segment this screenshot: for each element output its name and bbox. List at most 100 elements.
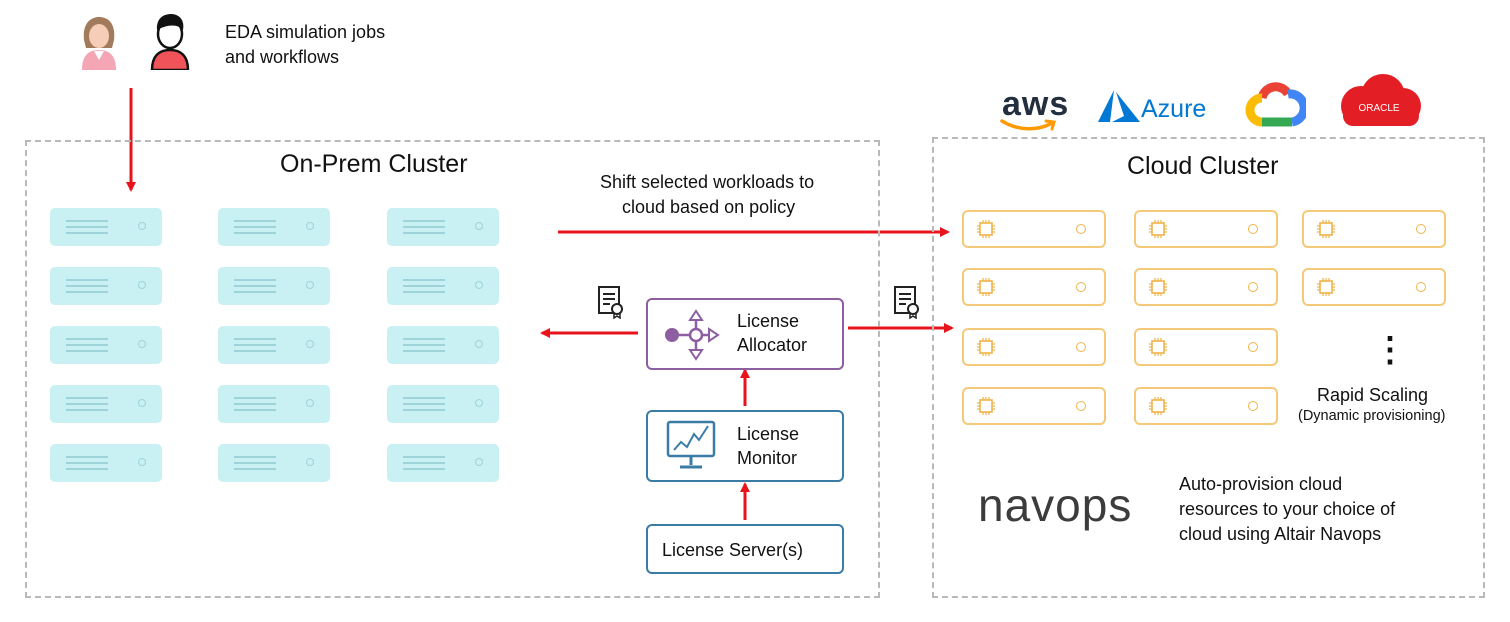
monitor-chart-icon (666, 420, 716, 469)
onprem-server (50, 385, 162, 423)
license-server-box: License Server(s) (646, 524, 844, 574)
server-vent-line (234, 403, 276, 405)
onprem-server (50, 267, 162, 305)
oracle-logo-text: ORACLE (1358, 103, 1399, 114)
server-vent-line (403, 403, 445, 405)
users-caption-line2: and workflows (225, 47, 340, 67)
cloud-node (1302, 268, 1446, 306)
node-status-led (1248, 224, 1258, 234)
server-vent-line (66, 462, 108, 464)
cloud-node (962, 387, 1106, 425)
server-status-led (138, 340, 146, 348)
server-vent-line (66, 220, 108, 222)
onprem-server (50, 208, 162, 246)
rapid-scaling-subtitle: (Dynamic provisioning) (1298, 408, 1446, 424)
shift-caption-line2: cloud based on policy (622, 197, 796, 217)
node-status-led (1076, 224, 1086, 234)
cpu-chip-icon (1316, 277, 1336, 297)
onprem-server (387, 385, 499, 423)
azure-icon (1098, 90, 1140, 122)
server-status-led (475, 222, 483, 230)
cpu-chip-icon (976, 337, 996, 357)
server-vent-line (403, 220, 445, 222)
cpu-chip-icon (976, 396, 996, 416)
server-status-led (475, 399, 483, 407)
server-status-led (306, 399, 314, 407)
server-vent-line (403, 338, 445, 340)
server-status-led (138, 458, 146, 466)
server-vent-line (66, 338, 108, 340)
server-vent-line (66, 409, 108, 411)
server-vent-line (403, 350, 445, 352)
node-status-led (1248, 342, 1258, 352)
cloud-node (1134, 328, 1278, 366)
cpu-chip-icon (1148, 396, 1168, 416)
server-status-led (306, 340, 314, 348)
more-nodes-ellipsis: ⋮ (1373, 331, 1407, 369)
onprem-server (218, 444, 330, 482)
onprem-server (218, 208, 330, 246)
female-user-icon (82, 17, 116, 70)
rapid-scaling-title: Rapid Scaling (1317, 385, 1429, 405)
navops-caption-line2: resources to your choice of (1179, 499, 1396, 519)
server-vent-line (234, 279, 276, 281)
server-vent-line (403, 456, 445, 458)
server-vent-line (234, 462, 276, 464)
onprem-server (218, 385, 330, 423)
node-status-led (1416, 282, 1426, 292)
server-vent-line (66, 344, 108, 346)
server-vent-line (403, 409, 445, 411)
cpu-chip-icon (1316, 219, 1336, 239)
server-vent-line (66, 279, 108, 281)
cloud-node (1134, 210, 1278, 248)
server-status-led (306, 222, 314, 230)
server-vent-line (234, 291, 276, 293)
google-cloud-icon (1245, 82, 1306, 127)
server-vent-line (66, 226, 108, 228)
male-user-icon (150, 14, 190, 70)
server-vent-line (234, 344, 276, 346)
server-vent-line (66, 291, 108, 293)
server-status-led (138, 281, 146, 289)
server-vent-line (403, 397, 445, 399)
node-status-led (1248, 282, 1258, 292)
server-vent-line (234, 468, 276, 470)
server-vent-line (403, 291, 445, 293)
shift-caption-line1: Shift selected workloads to (600, 172, 815, 192)
onprem-server (218, 326, 330, 364)
server-vent-line (234, 409, 276, 411)
onprem-cluster (25, 140, 880, 598)
server-vent-line (66, 350, 108, 352)
server-status-led (306, 281, 314, 289)
license-monitor-box: License Monitor (646, 410, 844, 482)
users-caption-line1: EDA simulation jobs (225, 22, 386, 42)
node-status-led (1076, 401, 1086, 411)
onprem-server (50, 444, 162, 482)
server-vent-line (234, 285, 276, 287)
server-vent-line (234, 220, 276, 222)
server-vent-line (66, 468, 108, 470)
server-vent-line (234, 226, 276, 228)
server-vent-line (403, 279, 445, 281)
node-status-led (1248, 401, 1258, 411)
cloud-cluster-title: Cloud Cluster (1127, 152, 1279, 180)
azure-logo: Azure (1141, 95, 1207, 123)
node-status-led (1416, 224, 1426, 234)
cloud-node (962, 268, 1106, 306)
allocator-label-line2: Allocator (737, 335, 808, 355)
navops-caption-line1: Auto-provision cloud (1179, 474, 1343, 494)
server-vent-line (403, 468, 445, 470)
server-status-led (138, 222, 146, 230)
onprem-server (50, 326, 162, 364)
node-status-led (1076, 342, 1086, 352)
cloud-node (1134, 268, 1278, 306)
cpu-chip-icon (976, 277, 996, 297)
onprem-server (387, 326, 499, 364)
license-allocator-box: License Allocator (646, 298, 844, 370)
server-vent-line (234, 456, 276, 458)
server-vent-line (66, 456, 108, 458)
cloud-node (1134, 387, 1278, 425)
license-certificate-icon-left (598, 286, 623, 319)
server-vent-line (66, 397, 108, 399)
cloud-node (1302, 210, 1446, 248)
